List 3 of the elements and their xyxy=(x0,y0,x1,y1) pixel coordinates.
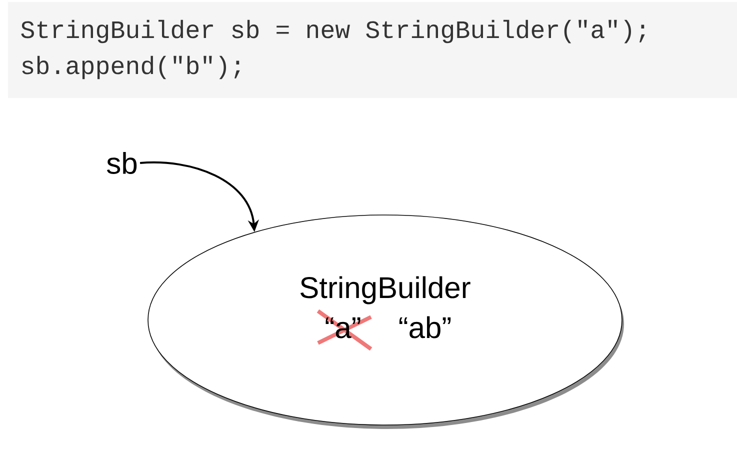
variable-label: sb xyxy=(107,152,137,174)
code-line: StringBuilder sb = new StringBuilder("a"); xyxy=(21,20,645,44)
code-line: sb.append("b"); xyxy=(22,56,240,80)
